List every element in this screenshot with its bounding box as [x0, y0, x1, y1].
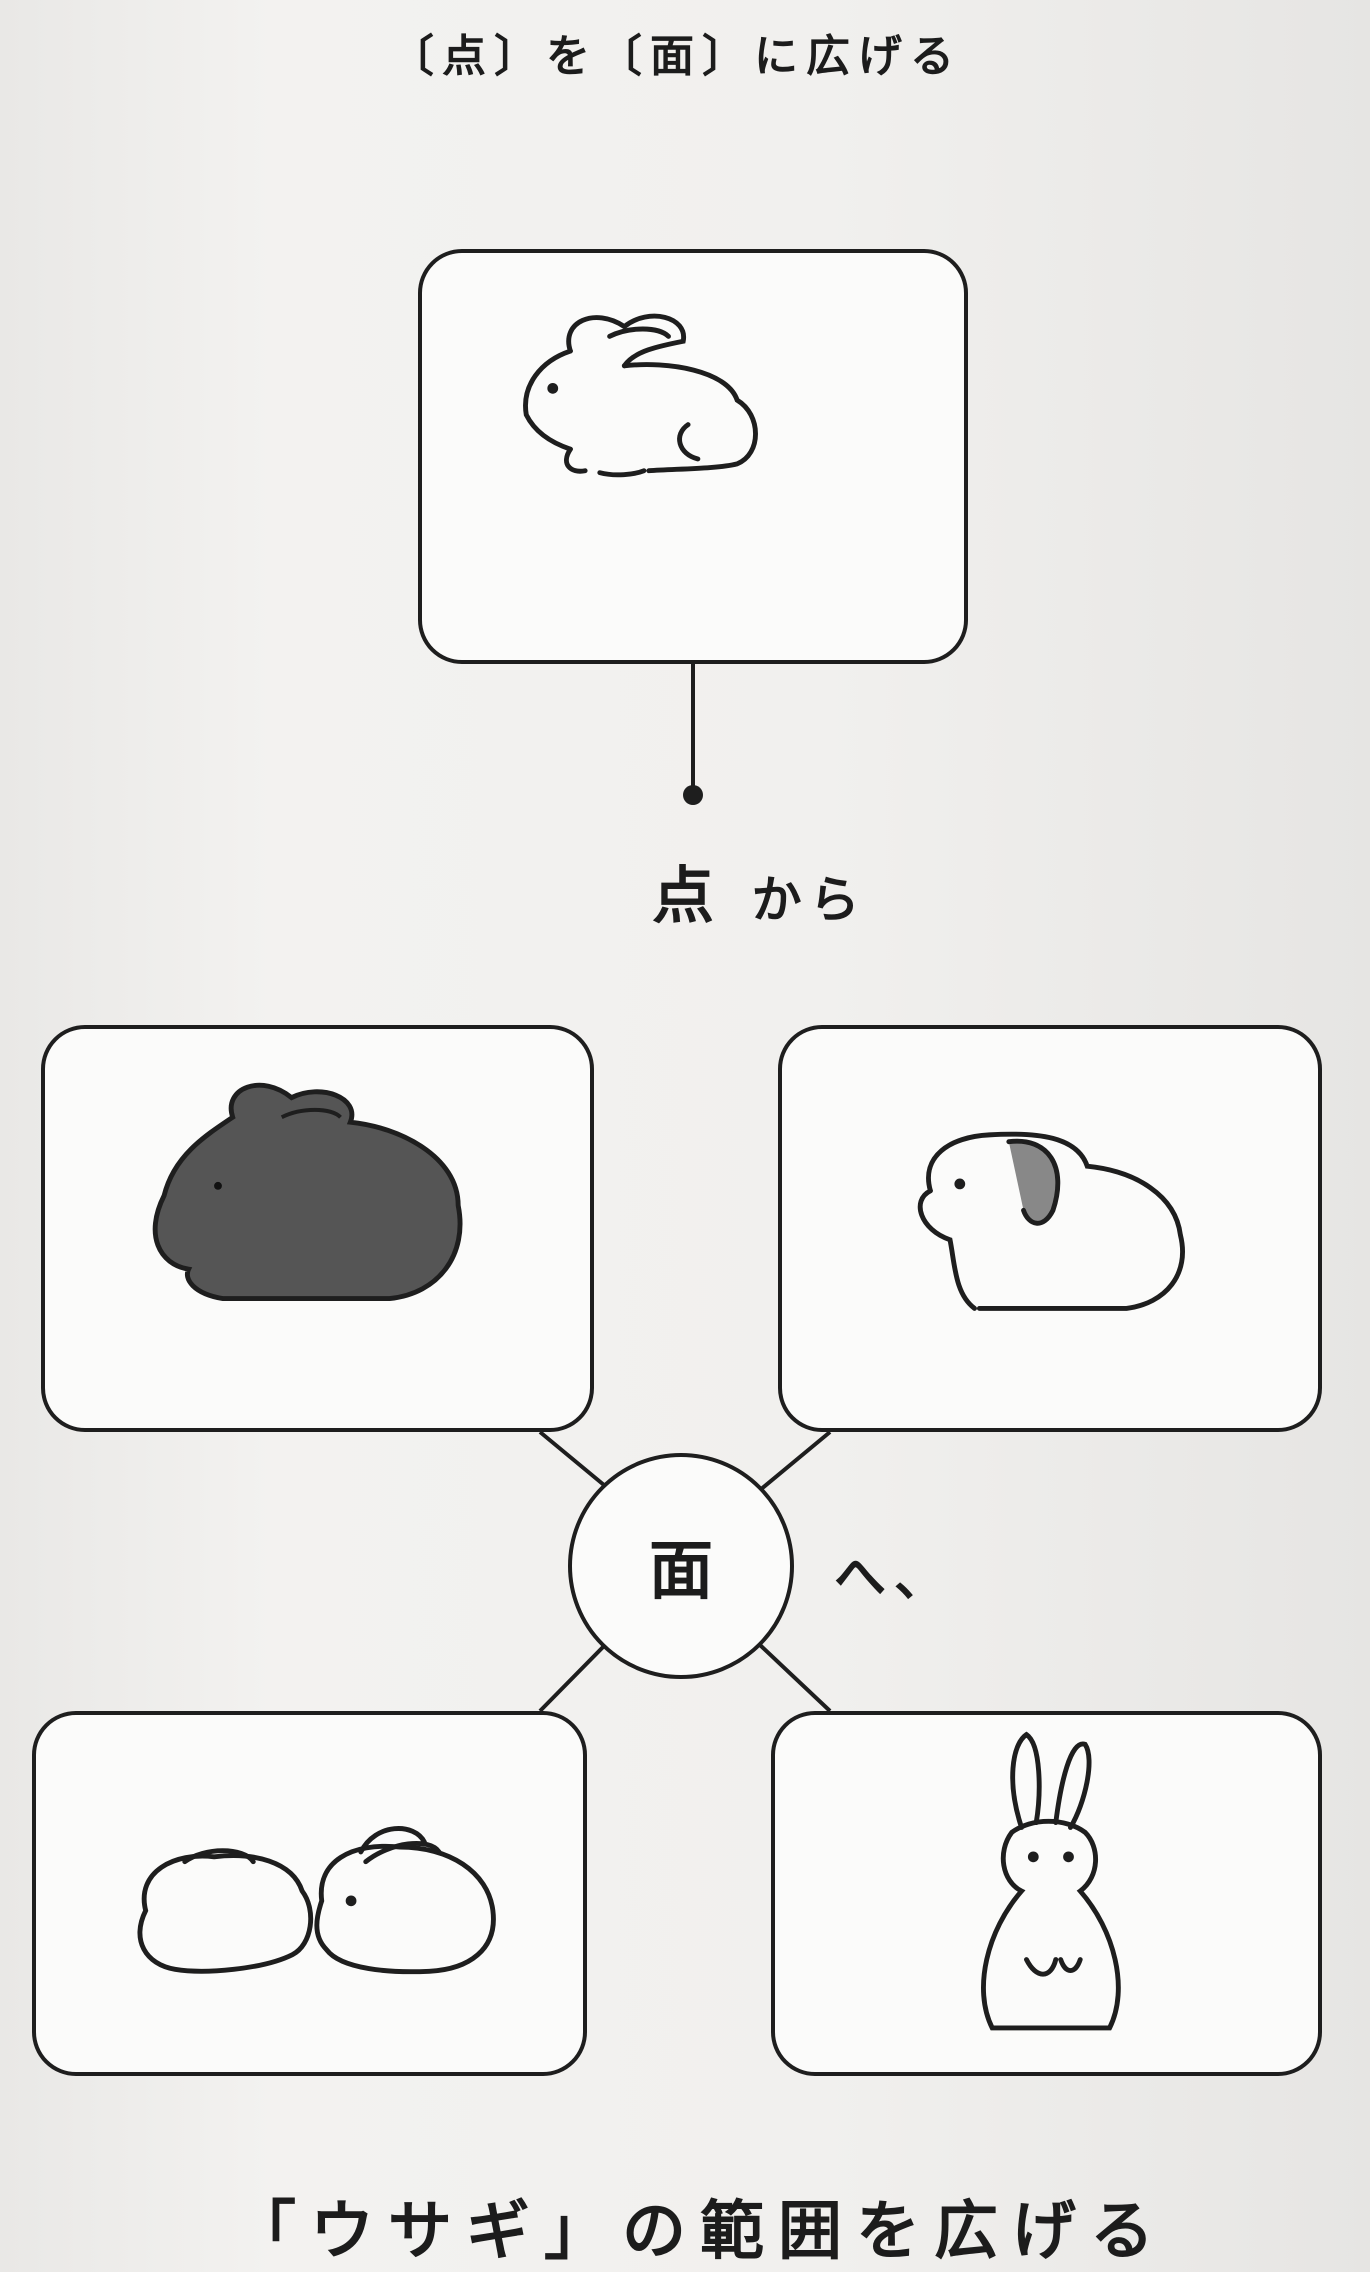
panel-standing-rabbit: [771, 1711, 1322, 2076]
dark-rabbit-icon: [152, 1082, 463, 1302]
lop-rabbit-icon: [917, 1131, 1185, 1311]
diagram-title: 〔点〕を〔面〕に広げる: [390, 31, 962, 82]
panel-lop-eared-rabbit: [778, 1025, 1322, 1432]
panel-dark-rabbit: [41, 1025, 594, 1432]
rabbit-icon: [523, 313, 758, 478]
point-suffix: から: [751, 871, 868, 929]
diagram-caption: 「ウサギ」の範囲を広げる: [232, 2195, 1168, 2269]
two-rabbits-icon: [137, 1826, 496, 1975]
point-word: 点: [652, 859, 723, 932]
panel-two-rabbits: [32, 1711, 587, 2076]
surface-node: 面: [568, 1453, 794, 1679]
point-label: 点 から: [652, 845, 868, 935]
surface-suffix: へ、: [834, 1548, 955, 1608]
standing-rabbit-icon: [981, 1731, 1121, 2031]
point-dot: [683, 785, 703, 805]
panel-white-rabbit: [418, 249, 968, 664]
